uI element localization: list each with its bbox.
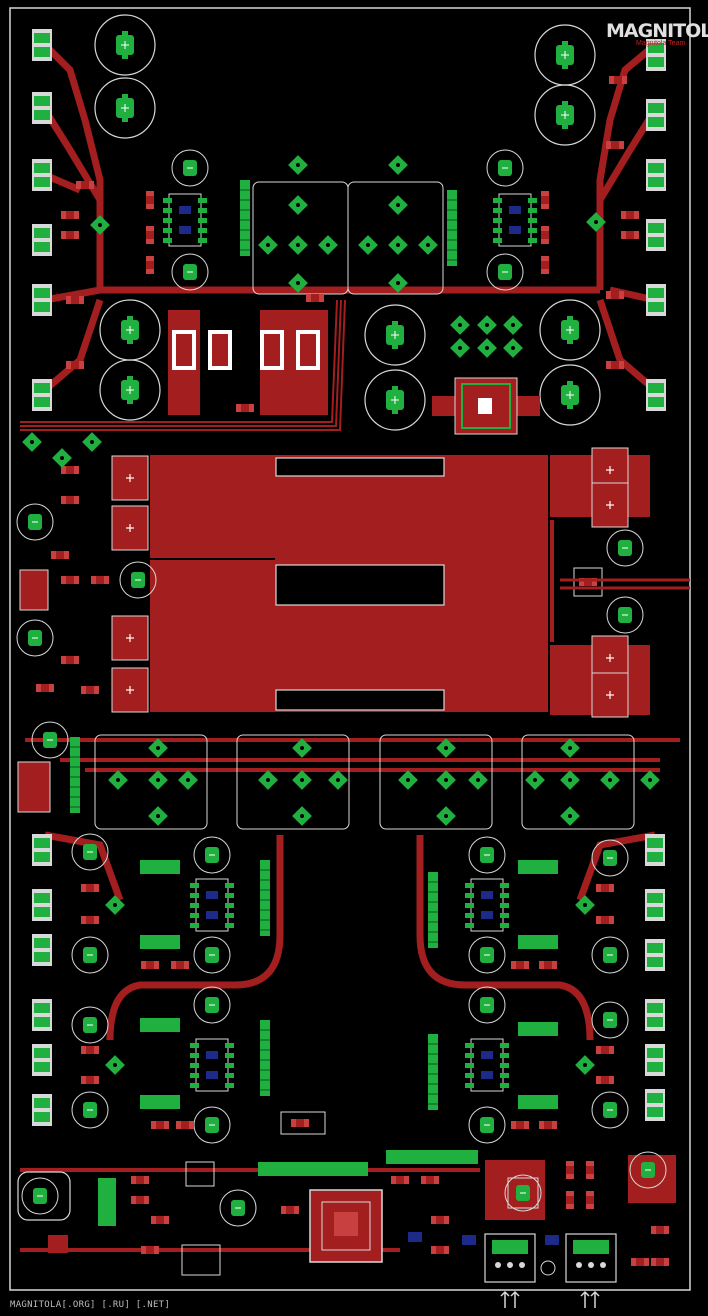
logo-subtitle: Magnitola Team — [636, 40, 686, 47]
magnitola-logo: MAGNITOLA Magnitola Team — [606, 20, 708, 48]
control-section — [17, 1150, 559, 1276]
choke-top — [432, 377, 540, 435]
transformer-row-bottom — [94, 734, 660, 830]
power-transistors-top — [168, 310, 328, 415]
input-jack-1[interactable] — [484, 1233, 536, 1283]
driver-ic-bottom-right-2 — [464, 1038, 510, 1092]
driver-ic-bottom-left-1 — [189, 878, 235, 932]
connector-right-top — [646, 39, 666, 411]
output-transistors-right — [591, 447, 629, 718]
logo-title: MAGNITOLA — [606, 20, 708, 42]
connector-right-bottom — [645, 834, 665, 1121]
diode-bridge — [450, 315, 523, 358]
driver-ic-bottom-left-2 — [189, 1038, 235, 1092]
connector-left-top — [32, 29, 52, 411]
driver-ic-top-right — [492, 193, 538, 247]
footer-text: MAGNITOLA[.ORG] [.RU] [.NET] — [10, 1300, 171, 1310]
driver-ic-bottom-right-1 — [464, 878, 510, 932]
driver-ic-top-left — [162, 193, 208, 247]
double-up-arrow-icon — [500, 1290, 600, 1308]
input-jack-2[interactable] — [565, 1233, 617, 1283]
transformer-top — [252, 155, 444, 295]
connector-left-bottom — [32, 834, 52, 1126]
regulator-right — [485, 1151, 676, 1266]
power-copper-plane — [150, 455, 650, 715]
